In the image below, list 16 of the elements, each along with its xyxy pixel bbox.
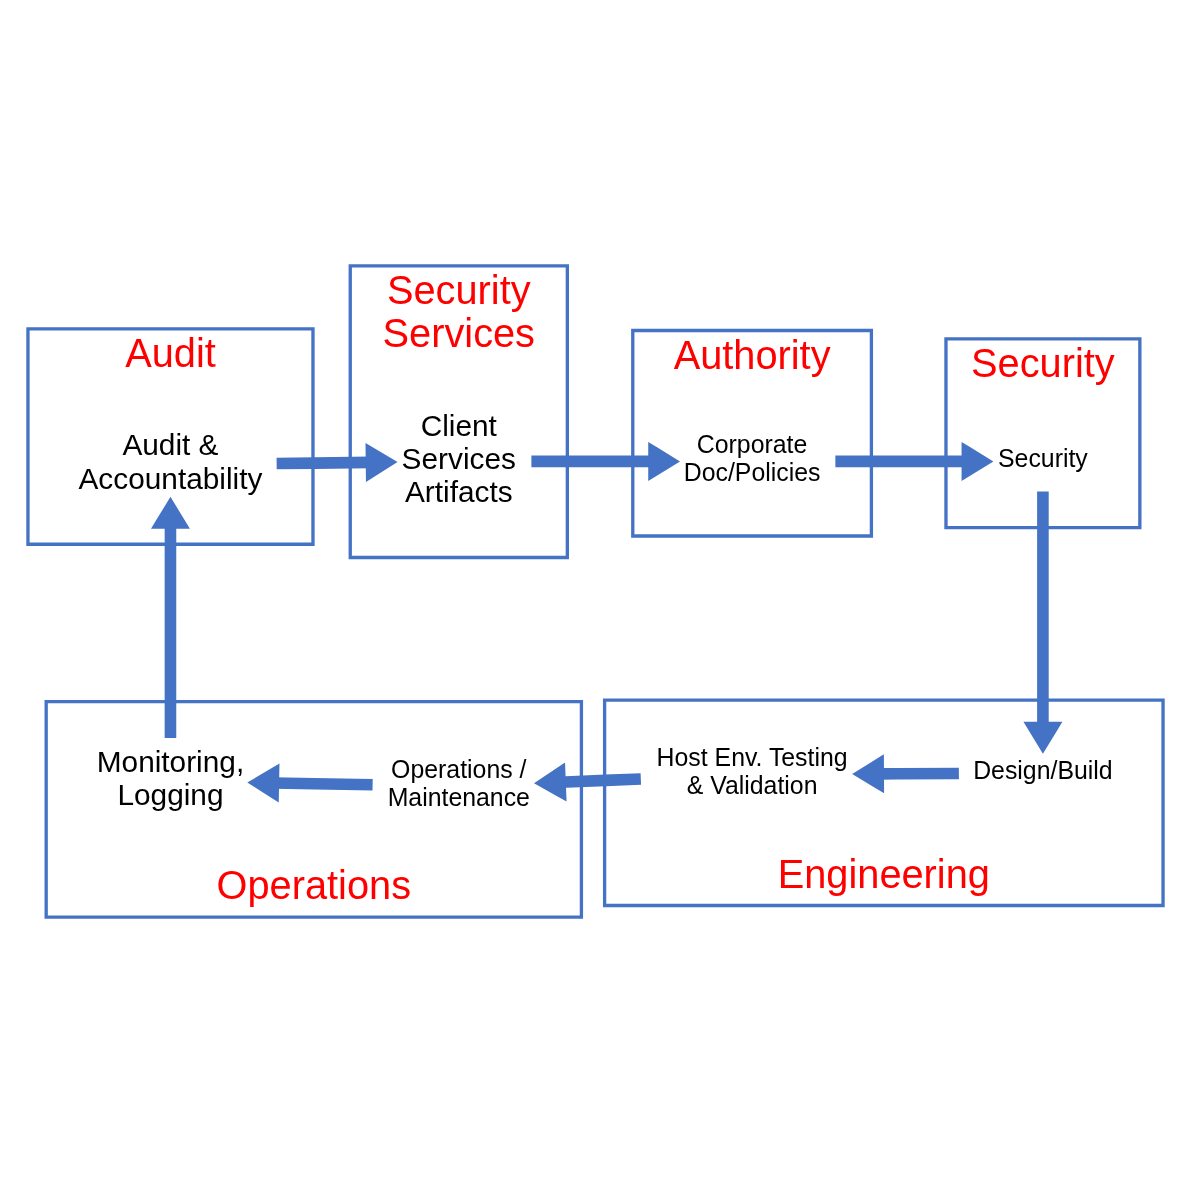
node-text: Host Env. Testing & Validation — [656, 743, 848, 799]
arrow — [531, 441, 681, 481]
node-text: Audit & Accountability — [78, 427, 263, 495]
node-text: Operations / Maintenance — [387, 755, 530, 811]
arrow — [150, 496, 190, 738]
arrow — [835, 441, 994, 481]
arrow — [1023, 491, 1063, 754]
arrow — [276, 442, 398, 482]
arrow — [852, 753, 959, 793]
node-text: Client Services Artifacts — [401, 408, 516, 508]
arrow — [247, 763, 373, 803]
node-text: Monitoring, Logging — [96, 744, 245, 811]
node-text: Corporate Doc/Policies — [683, 430, 821, 486]
node-text: Security — [998, 444, 1088, 472]
arrow — [534, 762, 642, 801]
node-text: Design/Build — [973, 756, 1113, 784]
